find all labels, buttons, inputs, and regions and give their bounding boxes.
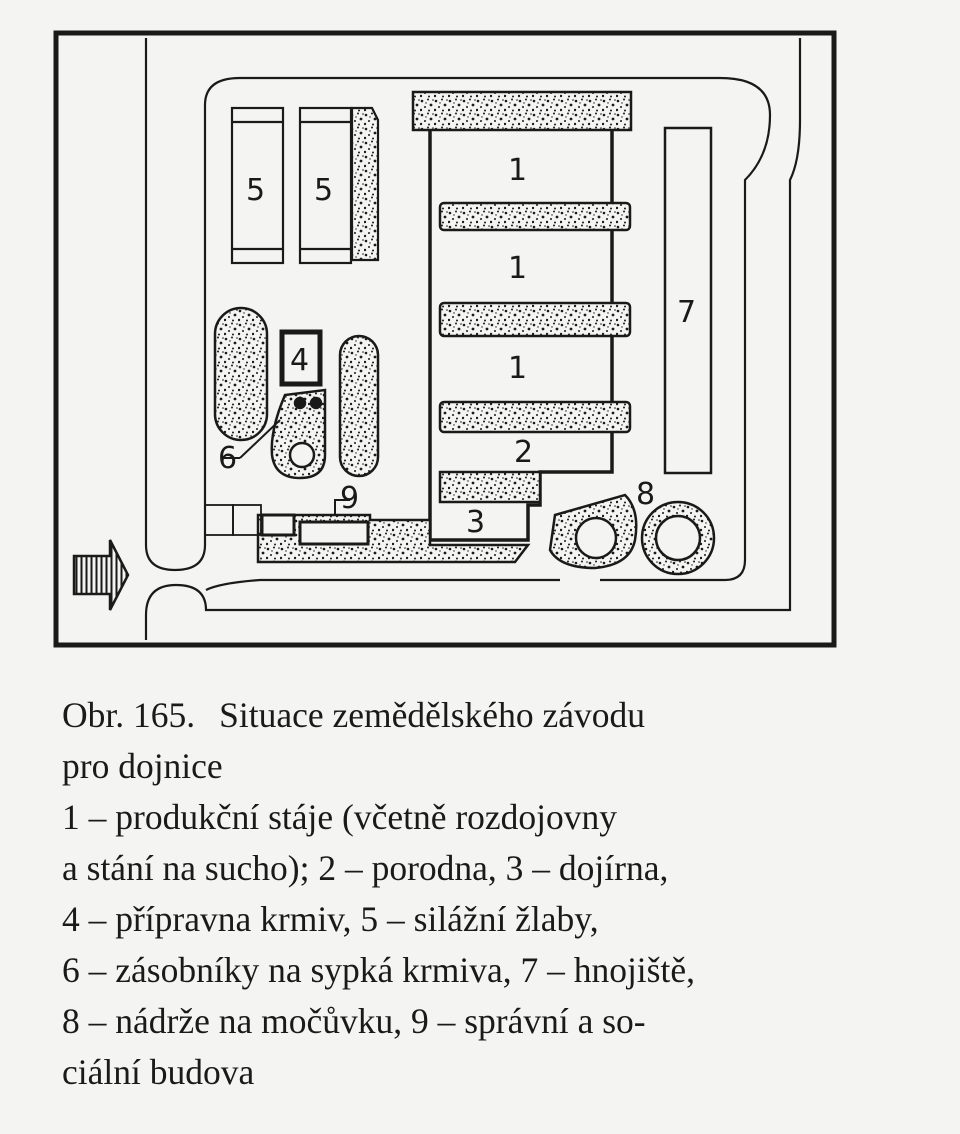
label-8: 8 — [636, 477, 655, 512]
legend-line: a stání na sucho); 2 – porodna, 3 – dojí… — [62, 848, 669, 888]
label-3: 3 — [466, 505, 485, 540]
figure-caption: Obr. 165. Situace zemědělského závodu pro… — [62, 690, 922, 1098]
label-4: 4 — [290, 343, 309, 378]
label-5b: 5 — [314, 173, 333, 208]
silage-trenches — [230, 106, 380, 265]
road-south — [144, 38, 802, 640]
figure-number: Obr. 165. — [62, 695, 196, 735]
production-stables — [411, 90, 633, 542]
label-2: 2 — [514, 435, 533, 470]
legend-line: 4 – přípravna krmiv, 5 – silážní žlaby, — [62, 899, 599, 939]
feed-prep-building — [279, 329, 323, 387]
label-7: 7 — [677, 295, 696, 330]
caption-title-line-2: pro dojnice — [62, 746, 223, 786]
legend-line: ciální budova — [62, 1052, 255, 1092]
feed-bins-area — [213, 306, 380, 480]
admin-building — [204, 499, 531, 564]
slurry-tanks — [548, 493, 716, 576]
caption-title-line: Obr. 165. Situace zemědělského závodu — [62, 690, 922, 741]
legend-line: 1 – produkční stáje (včetně rozdojovny — [62, 797, 618, 837]
label-1b: 1 — [508, 251, 527, 286]
label-5a: 5 — [246, 173, 265, 208]
label-6: 6 — [218, 441, 237, 476]
legend-line: 6 – zásobníky na sypká krmiva, 7 – hnoji… — [62, 950, 695, 990]
entrance-arrow-icon — [72, 539, 130, 611]
manure-yard — [663, 126, 713, 475]
road-west — [144, 38, 772, 582]
site-boundary — [53, 30, 837, 648]
label-1c: 1 — [508, 351, 527, 386]
label-1a: 1 — [508, 153, 527, 188]
figure-title: Situace zemědělského závodu — [219, 695, 645, 735]
label-9: 9 — [340, 481, 359, 516]
legend-line: 8 – nádrže na močůvku, 9 – správní a so- — [62, 1001, 646, 1041]
farm-site-plan: 5 5 1 1 1 2 3 7 4 6 9 — [53, 30, 837, 648]
